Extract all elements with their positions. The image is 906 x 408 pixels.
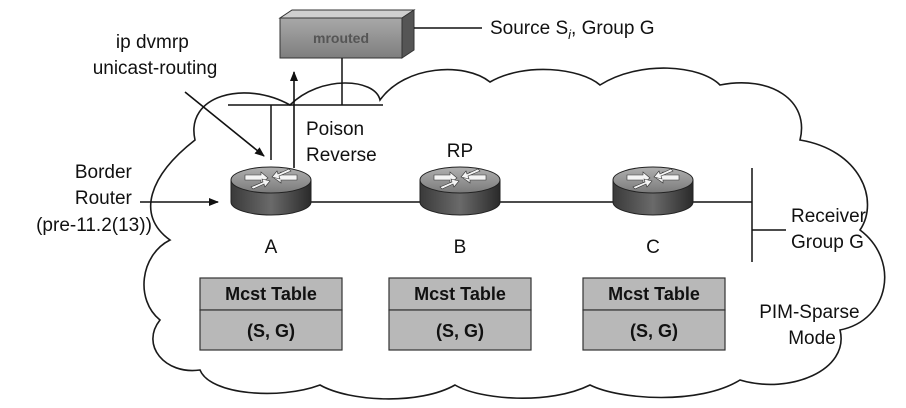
border-line2: Router [75,188,133,209]
router-b [419,166,501,216]
router-c-label: C [646,237,660,258]
pim-sparse-mode-label: PIM-Sparse Mode [759,302,865,349]
pim-line1: PIM-Sparse [759,302,859,323]
mcst-table-b: Mcst Table (S, G) [388,277,532,351]
mcst-table-c: Mcst Table (S, G) [582,277,726,351]
poison-line1: Poison [306,119,364,140]
source-prefix: Source S [490,18,568,39]
source-label: Source Si, Group G [490,18,654,42]
receiver-label: Receiver Group G [791,206,871,253]
border-line3: (pre-11.2(13)) [36,215,152,236]
border-line1: Border [75,162,133,183]
mrouted-label: mrouted [313,30,369,46]
mcst-table-entry: (S, G) [436,321,484,341]
receiver-line2: Group G [791,232,864,253]
mcst-table-a: Mcst Table (S, G) [199,277,343,351]
mrouted-box: mrouted [278,9,416,59]
router-a [230,166,312,216]
dvmrp-arrow [184,91,265,157]
pim-line2: Mode [788,328,836,349]
receiver-line1: Receiver [791,206,867,227]
dvmrp-label: ip dvmrp unicast-routing [93,32,218,79]
source-subscript: i [568,27,572,42]
source-suffix: , Group G [571,18,654,39]
dvmrp-line2: unicast-routing [93,58,218,79]
router-c [612,166,694,216]
mcst-table-entry: (S, G) [630,321,678,341]
router-a-label: A [265,237,278,258]
mcst-table-header: Mcst Table [414,284,506,304]
rp-label: RP [447,141,473,162]
mcst-table-header: Mcst Table [608,284,700,304]
mcst-table-entry: (S, G) [247,321,295,341]
router-b-label: B [454,237,467,258]
border-router-label: Border Router (pre-11.2(13)) [36,162,152,236]
poison-line2: Reverse [306,145,377,166]
mcst-table-header: Mcst Table [225,284,317,304]
dvmrp-line1: ip dvmrp [116,32,189,53]
poison-reverse-label: Poison Reverse [306,119,377,166]
